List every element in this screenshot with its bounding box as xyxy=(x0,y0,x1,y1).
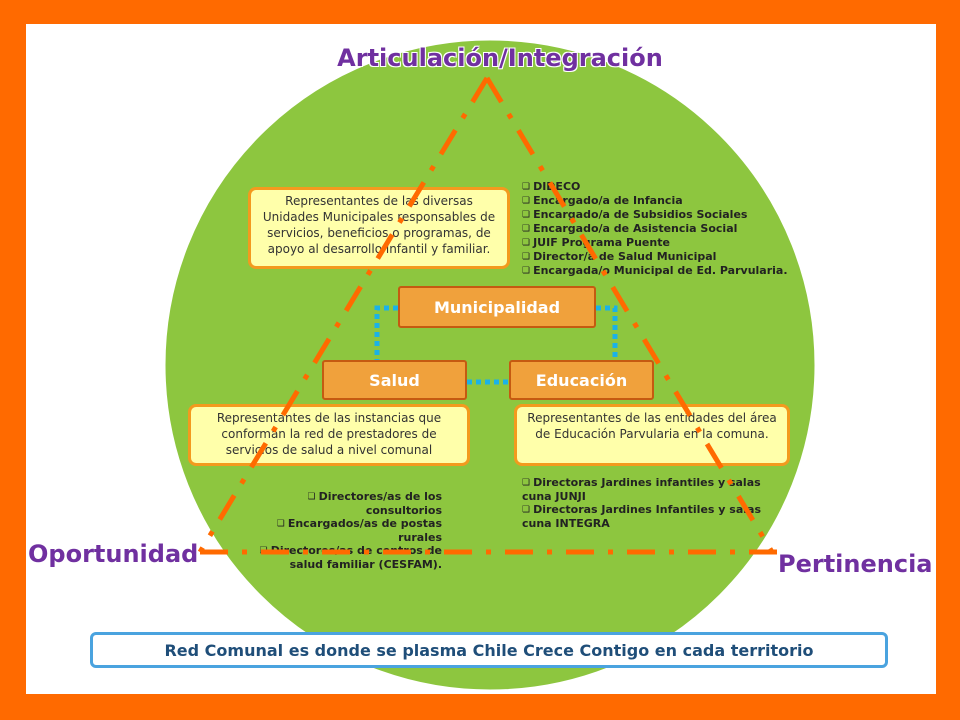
checkbox-bullet-icon: ❏ xyxy=(259,546,268,556)
municipal-roles-list: ❏DIDECO ❏Encargado/a de Infancia ❏Encarg… xyxy=(522,180,812,278)
salud-description-text: Representantes de las instancias que con… xyxy=(216,411,442,457)
node-salud-label: Salud xyxy=(369,370,420,390)
list-item: ❏Encargado/a de Subsidios Sociales xyxy=(522,208,748,221)
checkbox-bullet-icon: ❏ xyxy=(522,252,531,262)
municipal-description-text: Representantes de las diversas Unidades … xyxy=(262,194,496,256)
list-item: ❏Encargados/as de postas rurales xyxy=(276,517,442,544)
list-item: ❏Director/a de Salud Municipal xyxy=(522,250,717,263)
footer-banner: Red Comunal es donde se plasma Chile Cre… xyxy=(90,632,888,668)
checkbox-bullet-icon: ❏ xyxy=(522,196,531,206)
salud-description-box: Representantes de las instancias que con… xyxy=(188,404,470,466)
educacion-description-text: Representantes de las entidades del área… xyxy=(527,411,777,441)
list-item: ❏Directoras Jardines Infantiles y salas … xyxy=(522,503,761,530)
checkbox-bullet-icon: ❏ xyxy=(522,224,531,234)
list-item: ❏Directores/as de los consultorios xyxy=(307,490,443,517)
node-municipalidad: Municipalidad xyxy=(398,286,596,328)
corner-label-top: Articulación/Integración xyxy=(337,44,663,72)
checkbox-bullet-icon: ❏ xyxy=(522,182,531,192)
node-municipalidad-label: Municipalidad xyxy=(433,297,561,317)
salud-roles-list: ❏Directores/as de los consultorios ❏Enca… xyxy=(250,490,442,571)
checkbox-bullet-icon: ❏ xyxy=(522,266,531,276)
municipal-description-box: Representantes de las diversas Unidades … xyxy=(248,187,510,269)
checkbox-bullet-icon: ❏ xyxy=(522,238,531,248)
checkbox-bullet-icon: ❏ xyxy=(522,505,531,515)
list-item: ❏Directores/as de centros de salud famil… xyxy=(259,544,442,571)
educacion-description-box: Representantes de las entidades del área… xyxy=(514,404,790,466)
list-item: ❏DIDECO xyxy=(522,180,581,193)
corner-label-right: Pertinencia xyxy=(778,550,933,578)
educacion-roles-list: ❏Directoras Jardines infantiles y salas … xyxy=(522,476,782,530)
node-salud: Salud xyxy=(322,360,467,400)
checkbox-bullet-icon: ❏ xyxy=(522,478,531,488)
checkbox-bullet-icon: ❏ xyxy=(276,519,285,529)
list-item: ❏Encargado/a de Infancia xyxy=(522,194,683,207)
list-item: ❏Encargado/a de Asistencia Social xyxy=(522,222,738,235)
green-circle xyxy=(162,37,818,693)
corner-label-left: Oportunidad xyxy=(28,540,199,568)
list-item: ❏Directoras Jardines infantiles y salas … xyxy=(522,476,761,503)
checkbox-bullet-icon: ❏ xyxy=(307,492,316,502)
node-educacion-label: Educación xyxy=(535,370,628,390)
footer-text: Red Comunal es donde se plasma Chile Cre… xyxy=(164,640,814,660)
list-item: ❏Encargada/o Municipal de Ed. Parvularia… xyxy=(522,264,788,277)
checkbox-bullet-icon: ❏ xyxy=(522,210,531,220)
node-educacion: Educación xyxy=(509,360,654,400)
list-item: ❏JUIF Programa Puente xyxy=(522,236,670,249)
